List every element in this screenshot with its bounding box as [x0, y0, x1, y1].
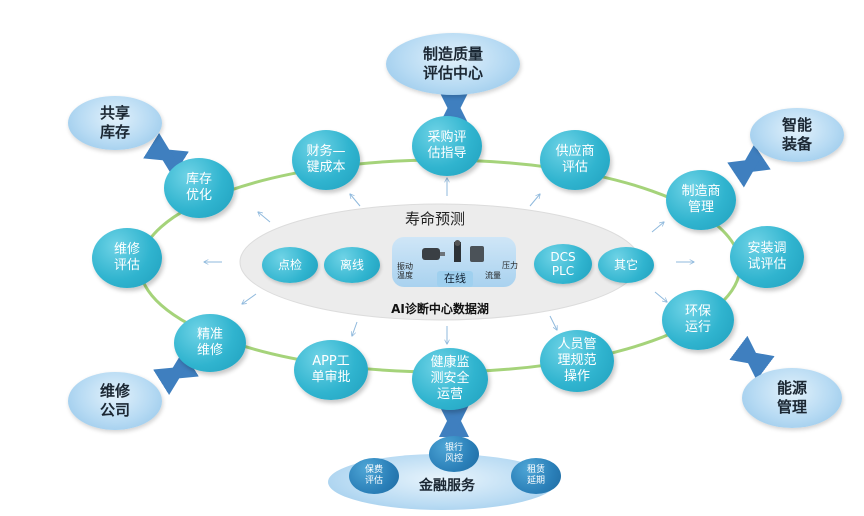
valve-icon [454, 242, 461, 262]
data-lake-label: AI诊断中心数据湖 [391, 302, 489, 316]
link-repair-company [153, 350, 199, 396]
sensor-icons [422, 240, 484, 262]
arrow-to-inventory [258, 212, 271, 223]
vibration-temp-label: 振动 温度 [397, 262, 413, 280]
procurement-node[interactable]: 采购评 估指导 [412, 116, 482, 176]
flow-label: 流量 [485, 271, 501, 280]
pressure-label: 压力 [502, 261, 518, 270]
manufacturer-node[interactable]: 制造商 管理 [666, 170, 736, 230]
dcs-plc-node[interactable]: DCS PLC [534, 244, 592, 284]
gauge-icon [470, 246, 484, 262]
vibration-label: 振动 [397, 262, 413, 271]
other-node[interactable]: 其它 [598, 247, 654, 283]
app-approval-node[interactable]: APP工 单审批 [294, 340, 368, 400]
life-prediction-title: 寿命预测 [404, 210, 465, 228]
link-shared-inventory [143, 132, 189, 178]
env-ops-node[interactable]: 环保 运行 [662, 290, 734, 350]
motor-icon [422, 248, 440, 260]
supplier-node[interactable]: 供应商 评估 [540, 130, 610, 190]
finance-services-label: 金融服务 [419, 478, 475, 494]
link-energy-mgmt [729, 335, 775, 381]
offline-node[interactable]: 离线 [324, 247, 380, 283]
online-label[interactable]: 在线 [437, 271, 473, 287]
leasing-node[interactable]: 租赁 延期 [511, 458, 561, 494]
precision-maint-node[interactable]: 精准 维修 [174, 314, 246, 372]
arrow-to-supplier [529, 194, 540, 207]
quality-center-node[interactable]: 制造质量 评估中心 [386, 33, 520, 95]
temperature-label: 温度 [397, 271, 413, 280]
bank-risk-node[interactable]: 银行 风控 [429, 436, 479, 472]
arrow-to-manufacturer [651, 222, 664, 233]
maintenance-eval-node[interactable]: 维修 评估 [92, 228, 162, 288]
arrow-to-env-ops [654, 291, 667, 302]
inventory-opt-node[interactable]: 库存 优化 [164, 158, 234, 218]
health-monitor-node[interactable]: 健康监 测安全 运营 [412, 348, 488, 410]
personnel-node[interactable]: 人员管 理规范 操作 [540, 330, 614, 392]
arrow-to-precision-maint [242, 293, 257, 304]
shared-inventory-node[interactable]: 共享 库存 [68, 96, 162, 150]
arrow-to-personnel [549, 315, 557, 330]
smart-equipment-node[interactable]: 智能 装备 [750, 108, 844, 162]
finance-cost-node[interactable]: 财务— 键成本 [292, 130, 360, 190]
arrow-to-app-approval [352, 321, 358, 336]
repair-company-node[interactable]: 维修 公司 [68, 372, 162, 430]
arrow-to-finance-cost [350, 194, 361, 207]
inspection-node[interactable]: 点检 [262, 247, 318, 283]
link-smart-equipment [727, 144, 771, 188]
install-test-node[interactable]: 安装调 试评估 [730, 226, 804, 288]
energy-mgmt-node[interactable]: 能源 管理 [742, 368, 842, 428]
insurance-node[interactable]: 保费 评估 [349, 458, 399, 494]
